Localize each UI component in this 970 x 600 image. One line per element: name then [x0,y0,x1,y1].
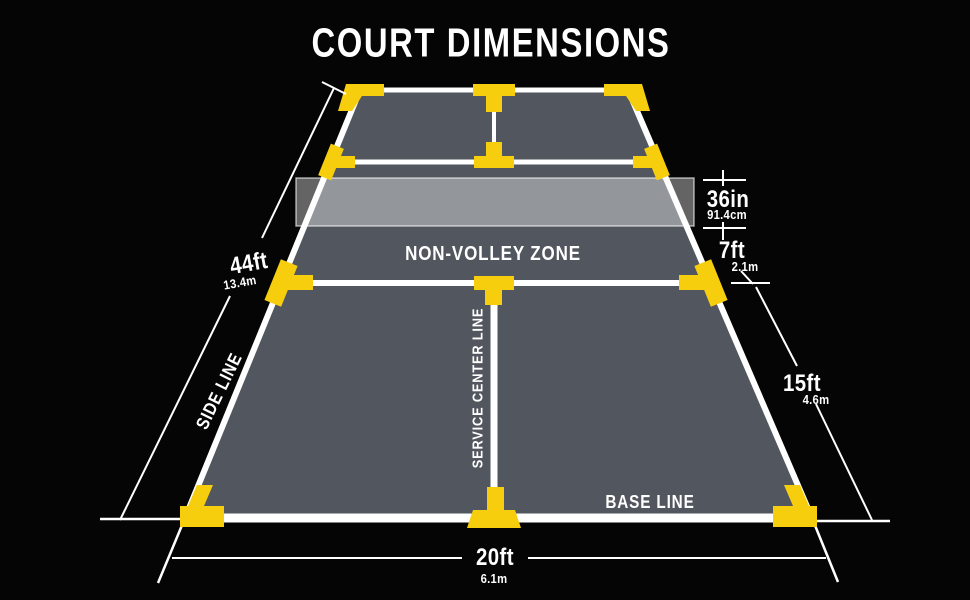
t-marker-near-baseline-center [467,487,521,528]
dimension-lines [119,81,873,559]
dim-44ft-line-upper [261,87,335,239]
dim-net-width-metric: 91.4cm [707,207,747,222]
non-volley-zone-label: NON-VOLLEY ZONE [405,243,581,265]
corner-marker-far-left [338,84,384,111]
page-title: COURT DIMENSIONS [311,19,671,66]
corner-marker-near-right [773,485,817,527]
court-markers [180,84,817,528]
t-marker-near-nvz-center [474,276,514,305]
dim-non-volley-depth-metric: 2.1m [731,259,759,274]
t-marker-near-nvz-right [679,259,728,307]
dim-court-width-imperial: 20ft [476,544,514,571]
t-marker-far-baseline-center [473,84,515,112]
net [295,177,695,227]
t-marker-near-nvz-left [264,259,313,307]
dim-net-width-imperial: 36in [706,186,750,213]
dim-non-volley-depth-imperial: 7ft [718,237,746,264]
dim-service-court-depth-imperial: 15ft [783,370,821,397]
base-line-label: BASE LINE [605,492,695,512]
t-marker-far-nvz-left [318,143,355,181]
left-side-line-extension [156,517,187,584]
dim-15ft-line-upper [755,286,798,367]
right-side-line-extension [810,517,840,583]
corner-marker-near-left [180,485,224,527]
t-marker-far-nvz-right [633,143,670,181]
dim-7ft-leader [740,270,754,285]
corner-marker-far-right [604,84,650,111]
dim-44ft-line-lower [119,295,231,521]
dim-15ft-line-lower [815,403,873,521]
dim-court-width-metric: 6.1m [480,571,508,586]
t-marker-far-nvz-center [474,142,514,168]
dim-service-court-depth-metric: 4.6m [802,392,830,407]
service-center-line-label: SERVICE CENTER LINE [469,307,487,469]
